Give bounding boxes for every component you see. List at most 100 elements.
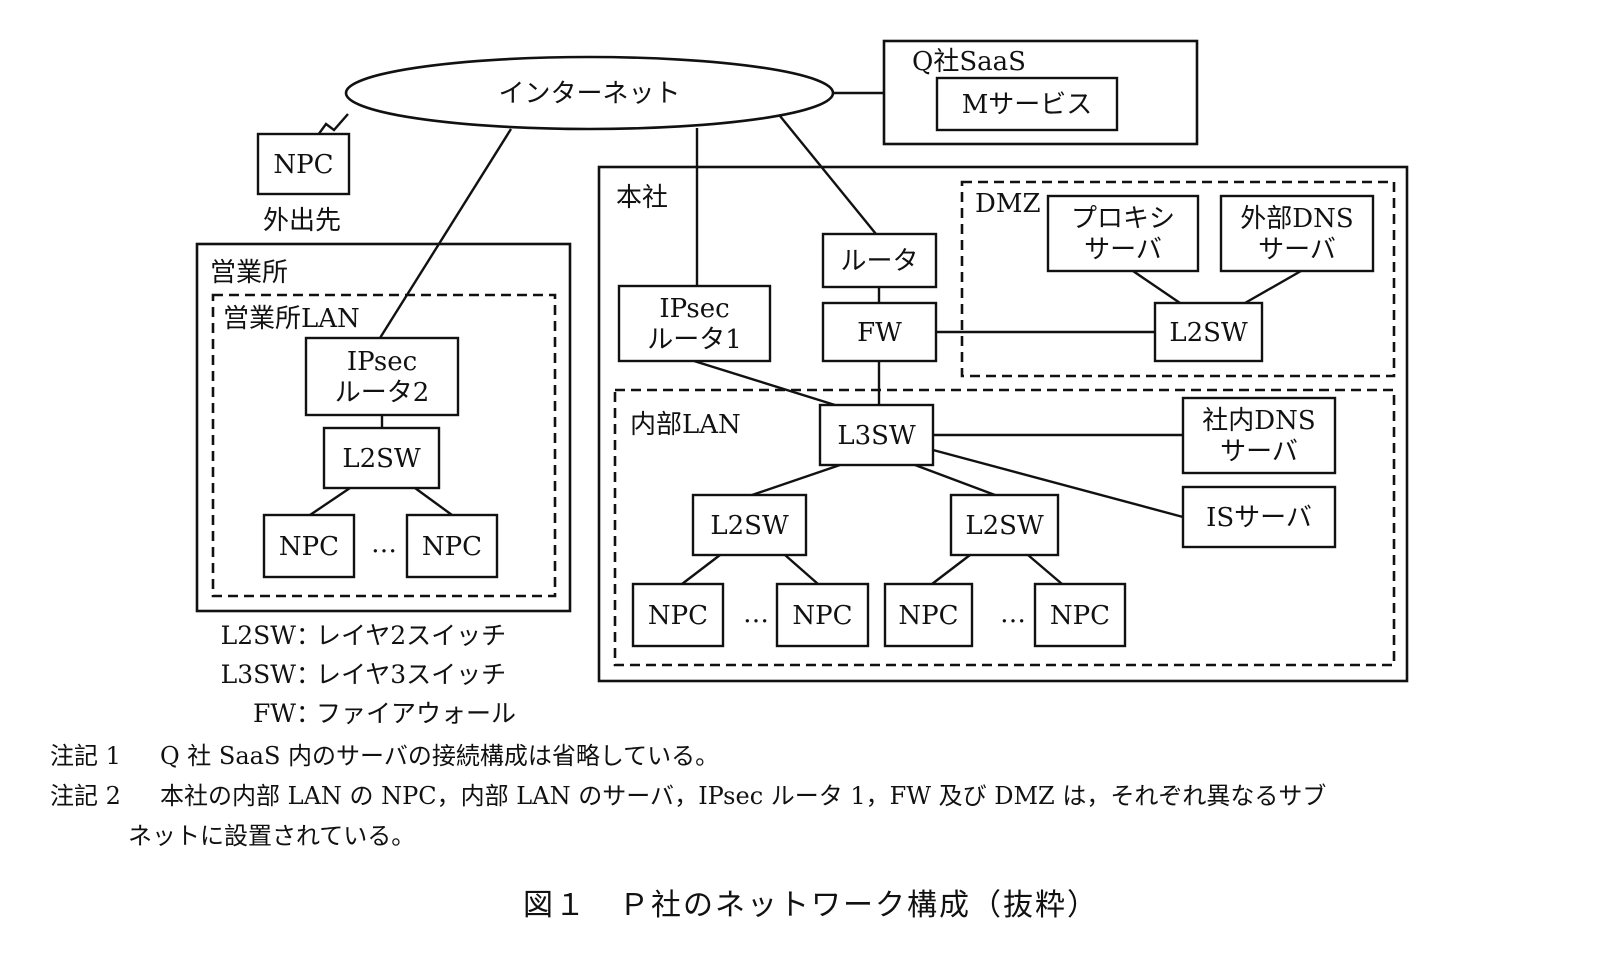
node-is-server: ISサーバ [1181, 485, 1337, 549]
legend-row-fw: FW ： ファイアウォール [196, 694, 516, 733]
node-fw: FW [821, 301, 938, 363]
node-label: L2SW [965, 511, 1044, 541]
internet-cloud-icon [344, 55, 835, 131]
link-hq-l2sw-b-to-hq-npc-b1 [931, 554, 971, 585]
node-box [821, 301, 938, 363]
node-label: Mサービス [962, 90, 1093, 120]
node-label: NPC [1050, 601, 1110, 631]
node-label: NPC [898, 601, 958, 631]
zone-dmz [960, 180, 1396, 378]
node-box [775, 582, 870, 648]
legend-row-l2sw: L2SW ： レイヤ2スイッチ [196, 616, 516, 655]
node-label: サーバ [1258, 235, 1336, 265]
figure-caption: 図１ Ｐ社のネットワーク構成（抜粋） [523, 888, 1099, 923]
zone-honsha-label: 本社 [616, 183, 668, 213]
node-label: プロキシ [1071, 204, 1175, 234]
node-box [405, 513, 499, 579]
node-br-l2sw: L2SW [322, 426, 441, 490]
node-box [883, 582, 974, 648]
node-label: 外部DNS [1240, 204, 1353, 234]
link-hq-l2sw-b-to-hq-npc-b2 [1027, 554, 1063, 585]
node-m-service: Mサービス [935, 76, 1119, 132]
node-label: IPsec [659, 294, 729, 324]
node-dmz-l2sw: L2SW [1153, 301, 1264, 363]
outside-location-label: 外出先 [263, 206, 341, 236]
note-1: 注記 1 Q 社 SaaS 内のサーバの接続構成は省略している。 [50, 736, 1326, 776]
node-box [949, 493, 1060, 557]
legend-row-l3sw: L3SW ： レイヤ3スイッチ [196, 655, 516, 694]
note-text: ネットに設置されている。 [128, 822, 416, 850]
hq-npc-ellipsis-b: … [1000, 599, 1026, 629]
zone-dmz-label: DMZ [975, 189, 1041, 219]
node-label: インターネット [498, 79, 680, 109]
legend: L2SW ： レイヤ2スイッチ L3SW ： レイヤ3スイッチ FW ： ファイ… [196, 616, 516, 733]
legend-desc: ファイアウォール [316, 699, 517, 728]
node-hq-l2sw-b: L2SW [949, 493, 1060, 557]
node-label: FW [857, 318, 902, 348]
node-label: IPsec [347, 347, 417, 377]
link-dmz-l2sw-to-proxy-server [1132, 270, 1181, 304]
zone-internal-lan [613, 388, 1396, 667]
node-router: ルータ [821, 232, 938, 289]
legend-desc: レイヤ2スイッチ [316, 621, 507, 650]
node-label: NPC [279, 532, 339, 562]
node-label: サーバ [1220, 437, 1298, 467]
node-label: NPC [648, 601, 708, 631]
node-box [1033, 582, 1127, 648]
node-label: L3SW [837, 421, 916, 451]
node-hq-npc-a2: NPC [775, 582, 870, 648]
node-label: ルータ [840, 247, 918, 277]
link-br-l2sw-to-br-npc2 [414, 487, 453, 516]
zone-branch [195, 242, 572, 613]
node-npc-outside: NPC [256, 132, 351, 196]
notes: 注記 1 Q 社 SaaS 内のサーバの接続構成は省略している。 注記 2 本社… [50, 736, 1326, 856]
note-2: 注記 2 本社の内部 LAN の NPC，内部 LAN のサーバ，IPsec ル… [50, 776, 1326, 816]
node-label: サーバ [1084, 235, 1162, 265]
legend-abbr: L2SW [220, 621, 296, 650]
link-l3sw-to-hq-l2sw-b [914, 463, 996, 497]
node-label: ルータ2 [335, 378, 430, 408]
node-label: ルータ1 [647, 325, 742, 355]
node-hq-l2sw-a: L2SW [691, 493, 808, 557]
link-internet-to-ipsec-router2 [378, 128, 513, 339]
legend-sep: ： [296, 621, 322, 650]
node-box [691, 493, 808, 557]
legend-abbr: L3SW [220, 660, 296, 689]
connection-links [302, 91, 1302, 585]
link-dmz-l2sw-to-ext-dns-server [1244, 269, 1302, 305]
node-hq-npc-a1: NPC [631, 582, 725, 648]
node-hq-npc-b1: NPC [883, 582, 974, 648]
node-label: L2SW [342, 444, 421, 474]
hq-npc-ellipsis-a: … [743, 599, 769, 629]
node-label: ISサーバ [1206, 503, 1312, 533]
branch-npc-ellipsis: … [371, 529, 397, 559]
note-text: 本社の内部 LAN の NPC，内部 LAN のサーバ，IPsec ルータ 1，… [160, 782, 1327, 810]
link-br-l2sw-to-br-npc1 [309, 487, 351, 516]
link-l3sw-to-is-server [932, 448, 1184, 519]
note-2-continued: ネットに設置されている。 [50, 816, 1326, 856]
link-ipsec-router1-to-l3sw [693, 359, 836, 407]
note-label: 注記 2 [50, 782, 121, 810]
node-box [1046, 194, 1200, 273]
zone-q-saas-label: Q社SaaS [912, 47, 1026, 77]
legend-sep: ： [296, 660, 322, 689]
node-box [1181, 485, 1337, 549]
node-label: 社内DNS [1202, 406, 1315, 436]
node-label: NPC [422, 532, 482, 562]
node-label: NPC [273, 150, 333, 180]
node-br-npc1: NPC [262, 513, 356, 579]
node-box [617, 284, 772, 363]
node-box [631, 582, 725, 648]
node-l3sw: L3SW [818, 403, 935, 467]
node-box [821, 232, 938, 289]
node-internet: インターネット [344, 55, 835, 131]
legend-sep: ： [296, 699, 322, 728]
zone-honsha [597, 165, 1409, 683]
zone-internal-lan-label: 内部LAN [630, 410, 741, 440]
